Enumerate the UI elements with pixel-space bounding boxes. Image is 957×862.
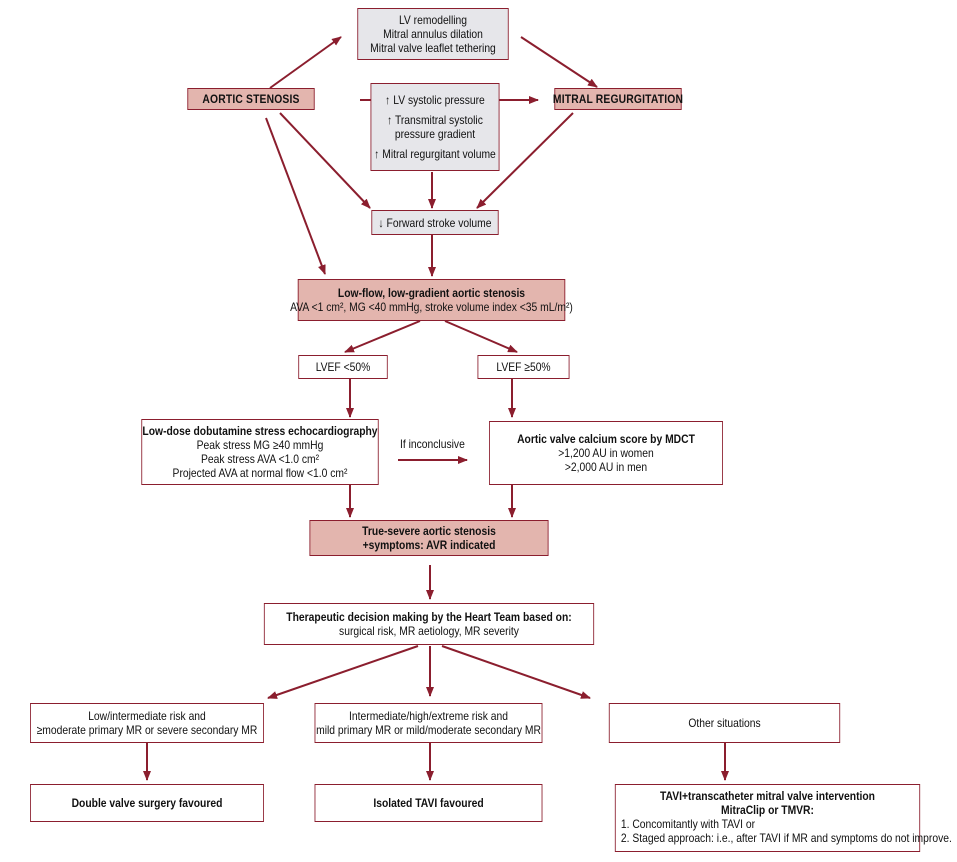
forward-stroke-box: ↓ Forward stroke volume xyxy=(371,210,499,235)
option-other-box: Other situations xyxy=(608,703,841,743)
dobutamine-title: Low-dose dobutamine stress echocardiogra… xyxy=(142,424,378,438)
transmitral-text: pressure gradient xyxy=(394,127,476,141)
arrow-as-to-forward xyxy=(279,112,371,209)
outcome-other-title: TAVI+transcatheter mitral valve interven… xyxy=(660,789,875,803)
outcome-low-box: Double valve surgery favoured xyxy=(30,784,264,822)
outcome-low-label: Double valve surgery favoured xyxy=(71,796,223,810)
true-severe-line: +symptoms: AVR indicated xyxy=(362,538,496,552)
heart-team-title: Therapeutic decision making by the Heart… xyxy=(286,610,572,624)
dobutamine-item: Peak stress AVA <1.0 cm² xyxy=(200,452,320,466)
remodelling-line: Mitral valve leaflet tethering xyxy=(370,41,496,55)
arrow-mr-to-forward xyxy=(476,112,574,209)
arrow-lflg-to-lvef-high xyxy=(444,320,518,353)
arrow-as-to-lflg xyxy=(265,117,326,275)
outcome-other-subtitle: MitraClip or TMVR: xyxy=(721,803,814,817)
lvef-high-label: LVEF ≥50% xyxy=(496,360,551,374)
calcium-item: >1,200 AU in women xyxy=(558,446,654,460)
forward-stroke-text: ↓ Forward stroke volume xyxy=(378,215,492,230)
outcome-high-box: Isolated TAVI favoured xyxy=(314,784,543,822)
lvef-high-box: LVEF ≥50% xyxy=(477,355,570,379)
aortic-stenosis-label: AORTIC STENOSIS xyxy=(202,92,300,106)
dobutamine-item: Peak stress MG ≥40 mmHg xyxy=(196,438,324,452)
dobutamine-item: Projected AVA at normal flow <1.0 cm² xyxy=(172,466,348,480)
mitral-regurgitation-box: MITRAL REGURGITATION xyxy=(552,88,684,110)
outcome-other-box: TAVI+transcatheter mitral valve interven… xyxy=(614,784,952,852)
arrow-heart-team-to-low xyxy=(267,645,419,699)
option-low-line: Low/intermediate risk and xyxy=(88,709,206,723)
pressure-box: ↑ LV systolic pressure ↑ Transmitral sys… xyxy=(370,83,500,171)
option-other-label: Other situations xyxy=(688,716,761,730)
calcium-item: >2,000 AU in men xyxy=(564,460,648,474)
outcome-other-item: 2. Staged approach: i.e., after TAVI if … xyxy=(620,831,952,845)
calcium-title: Aortic valve calcium score by MDCT xyxy=(517,432,695,446)
remodelling-line: LV remodelling xyxy=(398,13,468,27)
lflg-criteria: AVA <1 cm², MG <40 mmHg, stroke volume i… xyxy=(290,300,573,314)
arrow-remodelling-to-mr xyxy=(520,36,598,88)
if-inconclusive-label: If inconclusive xyxy=(400,437,465,451)
option-low-line: ≥moderate primary MR or severe secondary… xyxy=(36,723,258,737)
lv-systolic-text: ↑ LV systolic pressure xyxy=(385,93,485,107)
heart-team-box: Therapeutic decision making by the Heart… xyxy=(263,603,595,645)
arrow-lflg-to-lvef-low xyxy=(344,320,421,353)
aortic-stenosis-box: AORTIC STENOSIS xyxy=(187,88,315,110)
true-severe-box: True-severe aortic stenosis +symptoms: A… xyxy=(309,520,549,556)
mitral-regurgitation-label: MITRAL REGURGITATION xyxy=(552,92,684,106)
option-high-box: Intermediate/high/extreme risk and mild … xyxy=(314,703,543,743)
calcium-box: Aortic valve calcium score by MDCT >1,20… xyxy=(489,421,723,485)
arrow-heart-team-to-other xyxy=(441,645,591,699)
dobutamine-box: Low-dose dobutamine stress echocardiogra… xyxy=(141,419,379,485)
lvef-low-label: LVEF <50% xyxy=(315,360,371,374)
remodelling-line: Mitral annulus dilation xyxy=(383,27,483,41)
true-severe-line: True-severe aortic stenosis xyxy=(362,524,496,538)
remodelling-box: LV remodelling Mitral annulus dilation M… xyxy=(357,8,509,60)
option-high-line: Intermediate/high/extreme risk and xyxy=(349,709,508,723)
arrow-as-to-remodelling xyxy=(269,36,342,89)
regurgitant-text: ↑ Mitral regurgitant volume xyxy=(374,147,496,161)
transmitral-text: ↑ Transmitral systolic xyxy=(387,113,483,127)
option-high-line: mild primary MR or mild/moderate seconda… xyxy=(316,723,541,737)
lflg-title: Low-flow, low-gradient aortic stenosis xyxy=(337,286,526,300)
heart-team-subtitle: surgical risk, MR aetiology, MR severity xyxy=(339,624,519,638)
option-low-box: Low/intermediate risk and ≥moderate prim… xyxy=(30,703,264,743)
lvef-low-box: LVEF <50% xyxy=(298,355,388,379)
lflg-box: Low-flow, low-gradient aortic stenosis A… xyxy=(290,279,573,321)
outcome-other-item: 1. Concomitantly with TAVI or xyxy=(620,817,756,831)
outcome-high-label: Isolated TAVI favoured xyxy=(373,796,484,810)
